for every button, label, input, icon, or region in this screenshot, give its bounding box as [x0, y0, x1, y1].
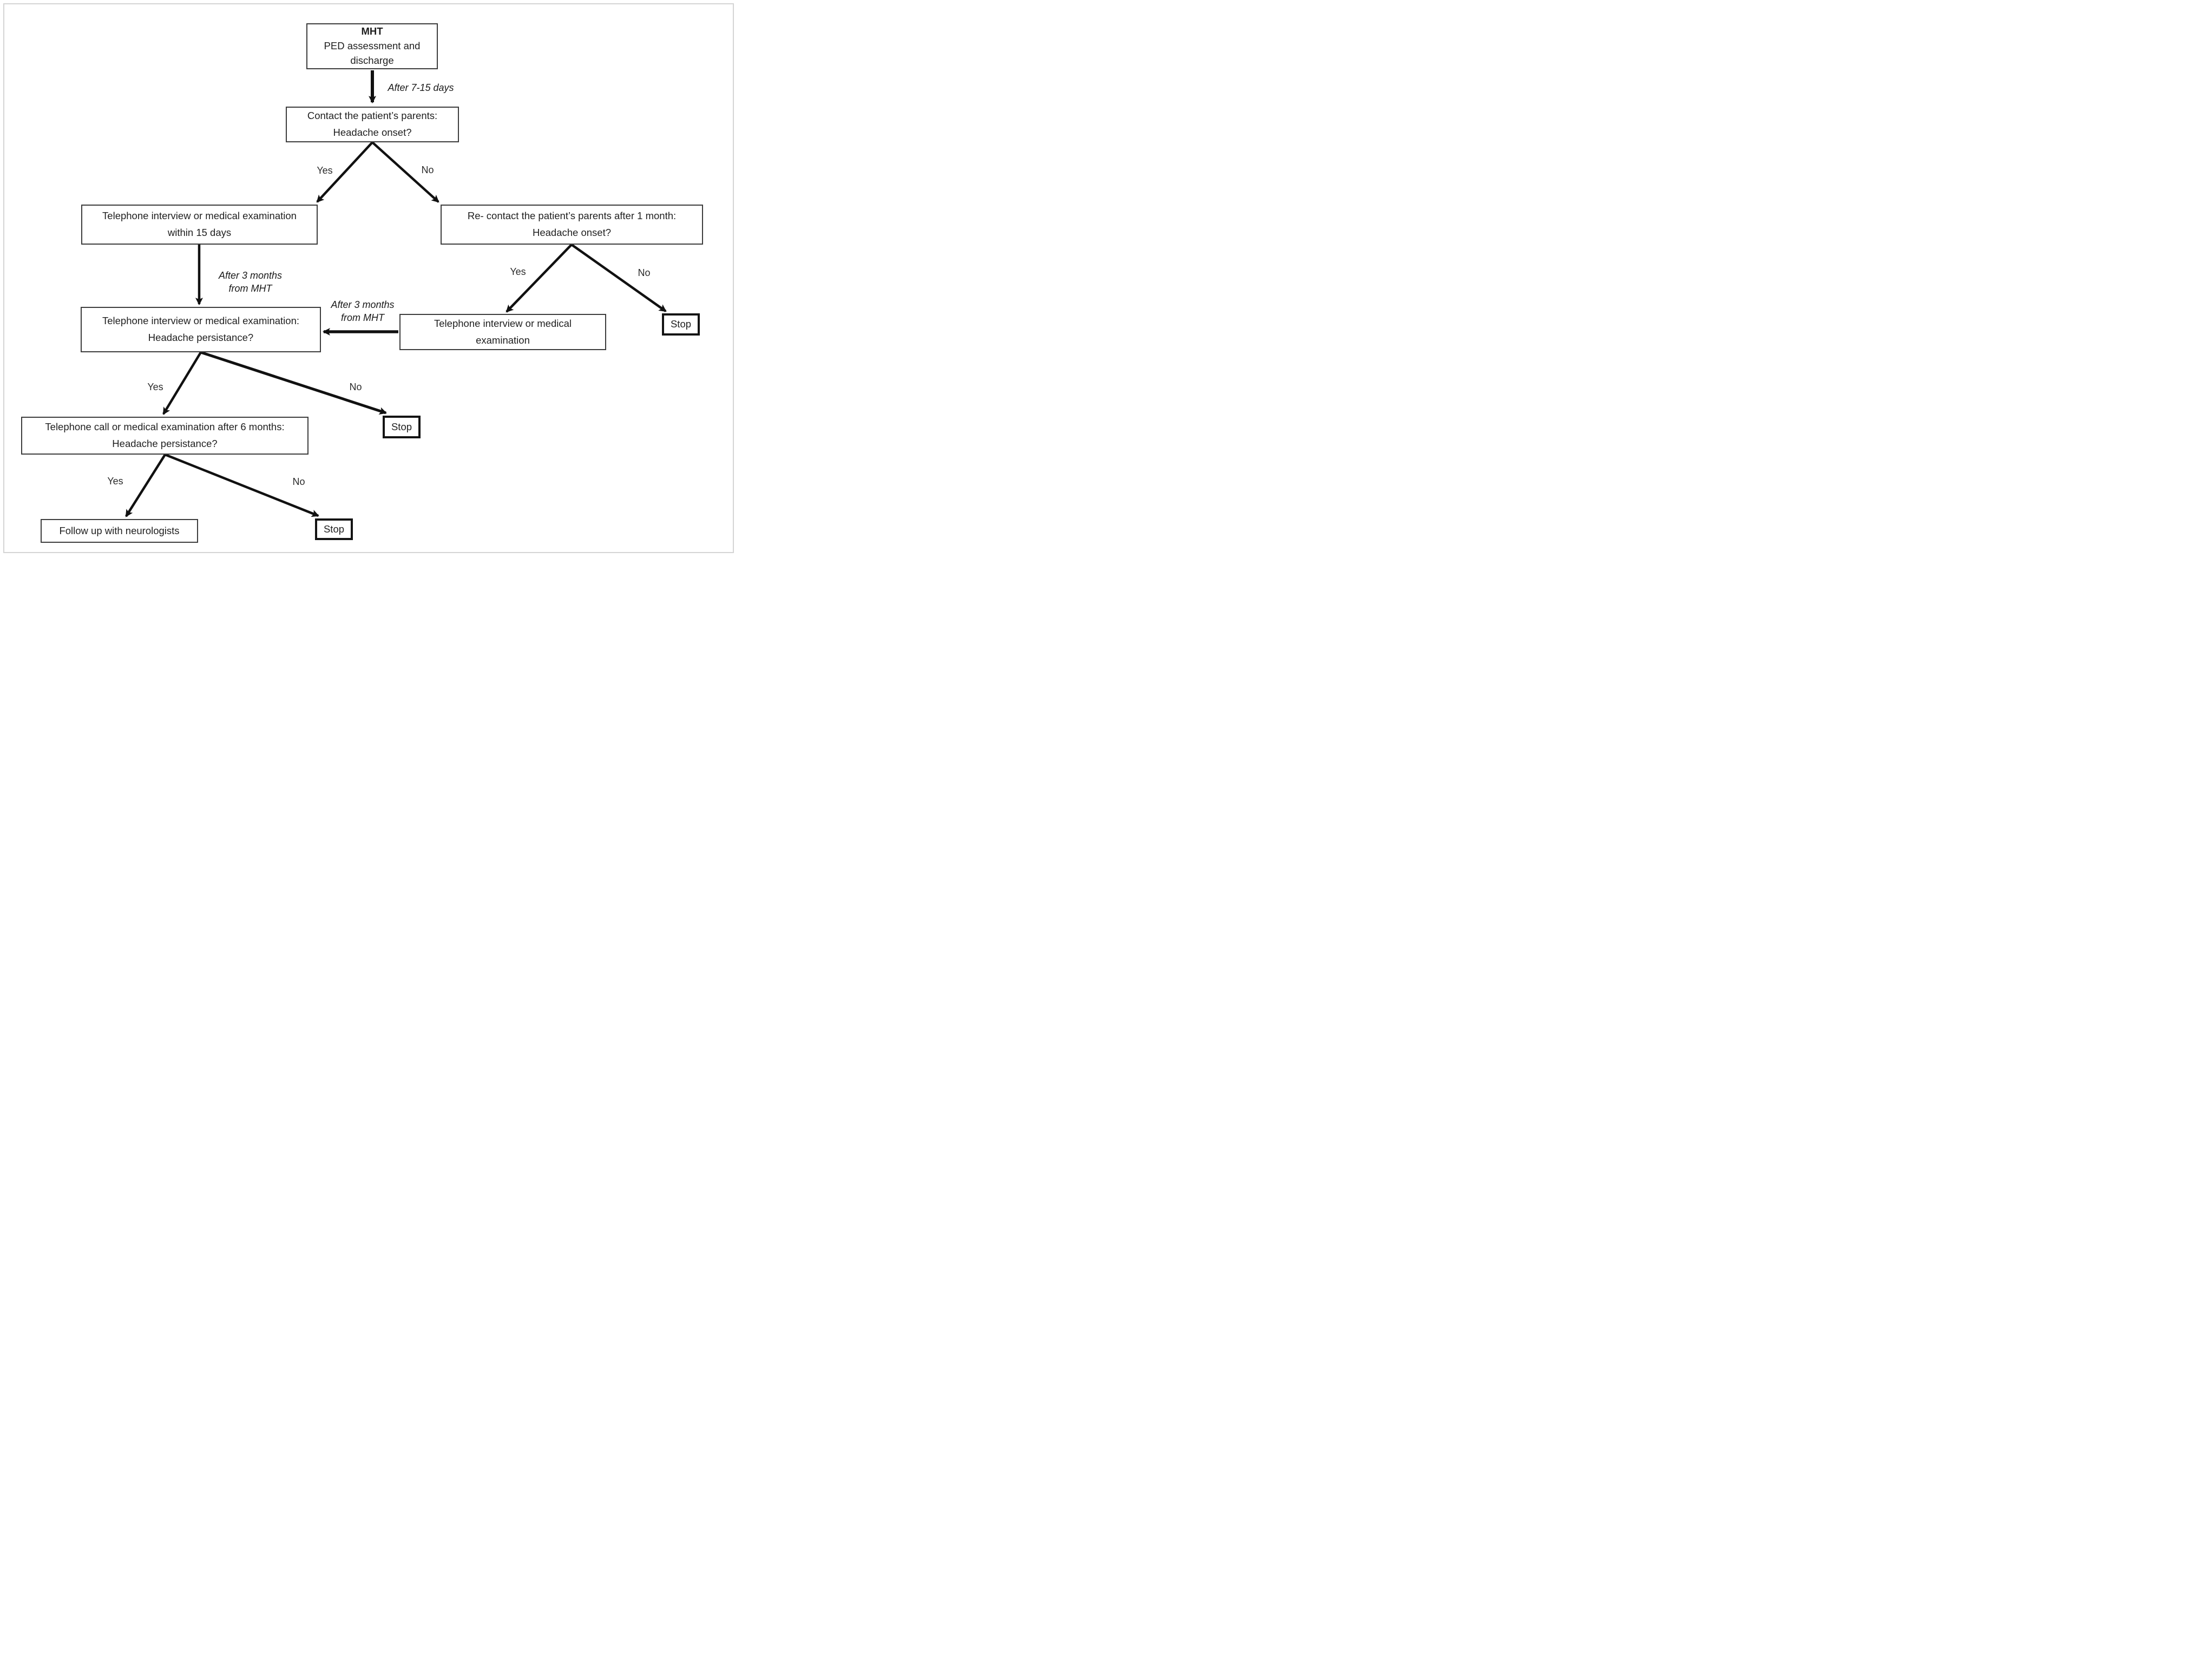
- node-mht-text: PED assessment and discharge: [324, 40, 421, 66]
- node-contact-line2: Headache onset?: [333, 127, 412, 138]
- node-contact-line1: Contact the patient’s parents:: [307, 110, 438, 122]
- edge-persist-yes-sixmonths: [162, 351, 202, 415]
- node-telephone-15-days: Telephone interview or medical examinati…: [81, 205, 318, 245]
- label-after-7-15-days: After 7-15 days: [388, 82, 454, 93]
- node-recontact-line2: Headache onset?: [532, 227, 612, 238]
- label-yes-contact-branch: Yes: [317, 165, 333, 176]
- edge-persist-no-stop2: [200, 351, 387, 415]
- node-sixmonths-line2: Headache persistance?: [112, 438, 218, 449]
- node-persist-line2: Headache persistance?: [148, 332, 254, 343]
- label-no-persist-branch: No: [349, 382, 362, 392]
- label-after3-left-line2: from MHT: [228, 283, 272, 294]
- label-after-3-months-right: After 3 months from MHT: [325, 298, 401, 325]
- node-mht-title: MHT: [361, 25, 383, 37]
- node-stop-middle: Stop: [383, 416, 421, 438]
- edge-sixmonths-no-stop3: [165, 453, 319, 517]
- node-followup-text: Follow up with neurologists: [59, 524, 180, 536]
- flowchart-arrows: [125, 70, 667, 517]
- node-tel15-line2: within 15 days: [167, 227, 232, 238]
- edge-sixmonths-yes-followup: [125, 454, 166, 517]
- node-recontact-line1: Re- contact the patient’s parents after …: [467, 210, 677, 222]
- node-contact-parents: Contact the patient’s parents: Headache …: [286, 107, 459, 142]
- node-telexam-line1: Telephone interview or medical: [434, 317, 572, 329]
- label-after3-left-line1: After 3 months: [218, 270, 283, 281]
- label-yes-sixmonths-branch: Yes: [107, 476, 123, 487]
- label-no-recontact-branch: No: [638, 267, 651, 278]
- node-mht-ped-assessment: MHT PED assessment and discharge: [306, 23, 438, 69]
- edge-contact-no-recontact: [371, 141, 439, 203]
- edge-recontact-yes-telexam: [506, 244, 573, 313]
- flowchart-canvas: MHT PED assessment and discharge Contact…: [0, 0, 737, 556]
- label-after-3-months-left: After 3 months from MHT: [214, 269, 287, 295]
- label-yes-recontact-branch: Yes: [510, 266, 526, 277]
- label-no-sixmonths-branch: No: [292, 476, 305, 487]
- node-sixmonths-line1: Telephone call or medical examination af…: [45, 421, 285, 433]
- edge-contact-yes-tel15: [316, 141, 373, 203]
- label-after3-right-line2: from MHT: [341, 312, 384, 324]
- edge-recontact-no-stop1: [570, 244, 667, 312]
- node-persistance-check: Telephone interview or medical examinati…: [81, 307, 321, 352]
- label-yes-persist-branch: Yes: [147, 382, 163, 392]
- node-persist-line1: Telephone interview or medical examinati…: [102, 315, 300, 327]
- node-stop3-text: Stop: [323, 523, 345, 535]
- node-followup-neurologists: Follow up with neurologists: [41, 519, 198, 543]
- label-no-contact-branch: No: [421, 165, 434, 175]
- node-telexam-line2: examination: [476, 334, 530, 346]
- node-six-months-check: Telephone call or medical examination af…: [21, 417, 309, 455]
- node-stop-bottom: Stop: [315, 518, 353, 540]
- node-stop1-text: Stop: [670, 318, 692, 330]
- node-tel15-line1: Telephone interview or medical examinati…: [102, 210, 297, 222]
- label-after3-right-line1: After 3 months: [331, 299, 395, 310]
- node-stop2-text: Stop: [391, 420, 412, 432]
- node-telephone-exam: Telephone interview or medical examinati…: [399, 314, 606, 350]
- node-stop-right: Stop: [662, 313, 700, 336]
- node-recontact-parents: Re- contact the patient’s parents after …: [441, 205, 703, 245]
